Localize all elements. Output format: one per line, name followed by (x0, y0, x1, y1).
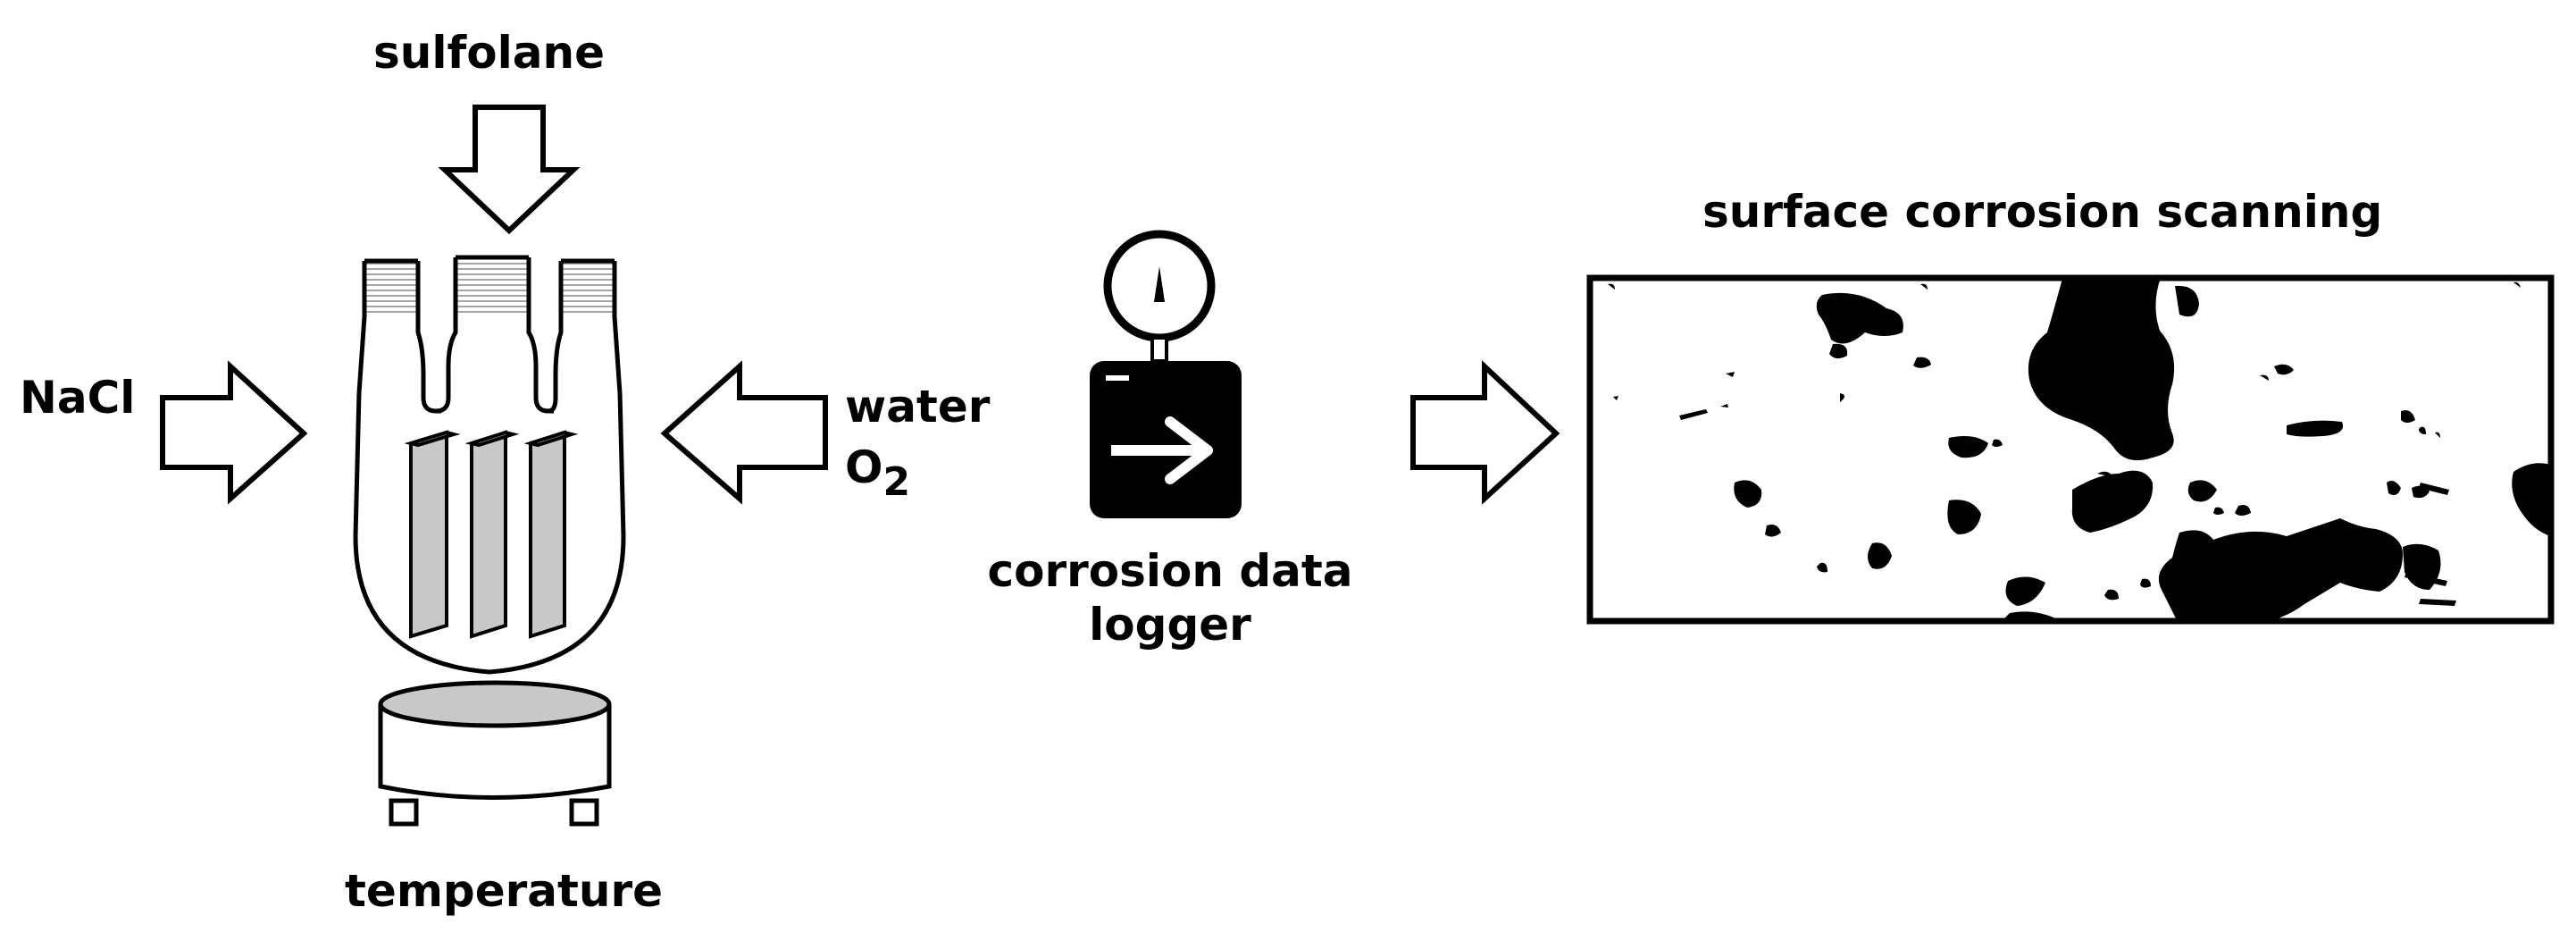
o2-main: O (845, 441, 883, 493)
o2-label: O2 (845, 445, 910, 502)
temperature-label: temperature (345, 865, 664, 917)
o2-subscript: 2 (882, 459, 911, 505)
scan-title: surface corrosion scanning (1702, 186, 2383, 238)
nacl-arrow-icon (160, 360, 308, 505)
data-logger-icon (1090, 230, 1242, 518)
heating-plate-icon (378, 680, 612, 827)
water-o2-arrow-icon (660, 360, 828, 505)
sulfolane-label: sulfolane (373, 27, 605, 79)
sulfolane-arrow-icon (438, 105, 581, 235)
logger-label-line1: corrosion data (987, 545, 1353, 597)
result-arrow-icon (1410, 360, 1560, 505)
corrosion-scan-image (1586, 274, 2555, 625)
nacl-label: NaCl (20, 372, 136, 424)
logger-label-line2: logger (1089, 599, 1251, 651)
three-neck-flask-icon (353, 255, 626, 675)
water-label: water (845, 381, 991, 433)
sample-coupons-icon (404, 430, 579, 639)
